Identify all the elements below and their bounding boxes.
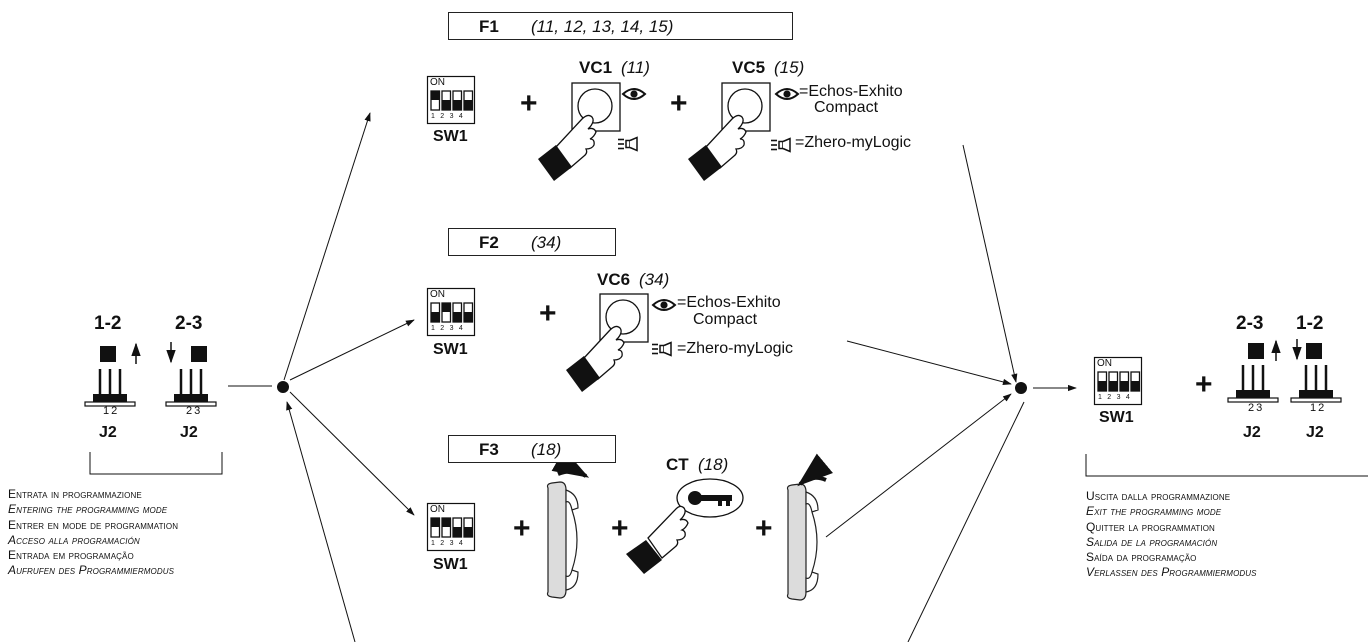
- f2-switch-label: SW1: [433, 341, 468, 358]
- legend-echos-compact-label: Compact: [814, 99, 879, 116]
- exit-dip-switch: [1093, 356, 1143, 406]
- entry-desc-en: Entering the programming mode: [8, 502, 168, 517]
- plus-sign: +: [1195, 368, 1213, 401]
- vc5-button-code: (15): [774, 58, 805, 77]
- ct-button-name: CT: [666, 455, 689, 474]
- f2-function-codes: (34): [531, 233, 562, 252]
- f3-function-id: F3: [479, 440, 499, 459]
- entry-bracket: [89, 452, 223, 475]
- dip-numbers: 1234: [431, 540, 469, 547]
- exit-desc-it: Uscita dalla programmazione: [1086, 489, 1231, 503]
- f3-dip-switch: [426, 502, 476, 552]
- exit-jumper-label-2-3: 2-3: [1236, 313, 1264, 334]
- exit-jumper-pins-12: 12: [1310, 402, 1327, 414]
- exit-jumper-name: J2: [1243, 424, 1261, 441]
- entry-desc-pt: Entrada em programação: [8, 548, 134, 563]
- entry-description: Entrata in programmazione Entering the p…: [8, 487, 178, 579]
- eye-icon: [622, 88, 646, 100]
- legend-zhero-label: =Zhero-myLogic: [795, 134, 912, 151]
- ct-button-code: (18): [698, 455, 729, 474]
- sw-on-label: ON: [430, 504, 445, 515]
- entry-jumper-pins-23: 23: [186, 405, 203, 417]
- speaker-icon: [651, 341, 672, 357]
- ct-key-button-icon: [626, 478, 744, 574]
- plus-sign: +: [513, 512, 531, 545]
- f3-switch-label: SW1: [433, 556, 468, 573]
- entry-junction-node: [277, 381, 289, 393]
- vc5-button-press-icon: [687, 82, 771, 182]
- entry-jumper-name: J2: [99, 424, 117, 441]
- connection-lines: [228, 112, 1077, 642]
- dip-numbers: 1234: [1098, 394, 1136, 401]
- f1-switch-label: SW1: [433, 128, 468, 145]
- exit-jumper-pins-23: 23: [1248, 402, 1265, 414]
- f3-function-codes: (18): [531, 440, 562, 459]
- eye-icon: [652, 299, 676, 311]
- exit-jumper-name: J2: [1306, 424, 1324, 441]
- entry-jumper-1-2: [83, 342, 141, 408]
- dip-numbers: 1234: [431, 113, 469, 120]
- f2-dip-switch: [426, 287, 476, 337]
- exit-desc-pt: Saída da programação: [1086, 550, 1197, 565]
- legend-echos-compact-label: Compact: [693, 311, 758, 328]
- plus-sign: +: [539, 297, 557, 330]
- entry-desc-it: Entrata in programmazione: [8, 487, 142, 501]
- handset-lift-icon: [546, 448, 590, 599]
- eye-icon: [775, 88, 799, 100]
- f3-function-box: F3 (18): [448, 435, 616, 463]
- exit-switch-label: SW1: [1099, 409, 1134, 426]
- f1-function-id: F1: [479, 17, 499, 36]
- exit-jumper-label-1-2: 1-2: [1296, 313, 1324, 334]
- exit-desc-fr: Quitter la programmation: [1086, 519, 1215, 534]
- vc1-button-press-icon: [537, 82, 621, 182]
- vc1-button-name: VC1: [579, 58, 613, 77]
- plus-sign: +: [611, 512, 629, 545]
- f2-function-box: F2 (34): [448, 228, 616, 256]
- entry-desc-de: Aufrufen des Programmiermodus: [8, 563, 175, 578]
- plus-sign: +: [670, 87, 688, 120]
- entry-jumper-label-2-3: 2-3: [175, 313, 203, 334]
- sw-on-label: ON: [430, 289, 445, 300]
- exit-jumper-1-2: [1289, 339, 1343, 404]
- exit-description: Uscita dalla programmazione Exit the pro…: [1086, 489, 1257, 581]
- vc6-button-name: VC6: [597, 270, 631, 289]
- exit-bracket: [1085, 454, 1368, 477]
- f2-function-id: F2: [479, 233, 499, 252]
- entry-desc-fr: Entrer en mode de programmation: [8, 517, 179, 532]
- exit-desc-de: Verlassen des Programmiermodus: [1086, 565, 1257, 580]
- entry-jumper-name: J2: [180, 424, 198, 441]
- vc1-button-code: (11): [621, 58, 650, 77]
- plus-sign: +: [755, 512, 773, 545]
- exit-desc-es: Salida de la programación: [1086, 534, 1218, 549]
- f1-function-codes: (11, 12, 13, 14, 15): [531, 17, 674, 36]
- legend-echos-label: =Echos-Exhito: [677, 294, 781, 311]
- exit-jumper-2-3: [1226, 339, 1281, 404]
- entry-jumper-pins-12: 12: [103, 405, 120, 417]
- vc6-button-press-icon: [565, 293, 649, 393]
- exit-desc-en: Exit the programming mode: [1086, 504, 1222, 519]
- entry-desc-es: Acceso alla programación: [8, 532, 140, 547]
- speaker-icon: [770, 137, 791, 153]
- dip-numbers: 1234: [431, 325, 469, 332]
- vc5-button-name: VC5: [732, 58, 766, 77]
- f1-dip-switch: [426, 75, 476, 125]
- speaker-icon: [617, 136, 638, 152]
- f1-function-box: F1 (11, 12, 13, 14, 15): [448, 12, 793, 40]
- handset-hangup-icon: [786, 453, 833, 601]
- entry-jumper-label-1-2: 1-2: [94, 313, 122, 334]
- entry-jumper-2-3: [164, 342, 218, 408]
- plus-sign: +: [520, 87, 538, 120]
- sw-on-label: ON: [430, 77, 445, 88]
- legend-zhero-label: =Zhero-myLogic: [677, 340, 794, 357]
- sw-on-label: ON: [1097, 358, 1112, 369]
- exit-junction-node: [1015, 382, 1027, 394]
- legend-echos-label: =Echos-Exhito: [799, 83, 903, 100]
- vc6-button-code: (34): [639, 270, 670, 289]
